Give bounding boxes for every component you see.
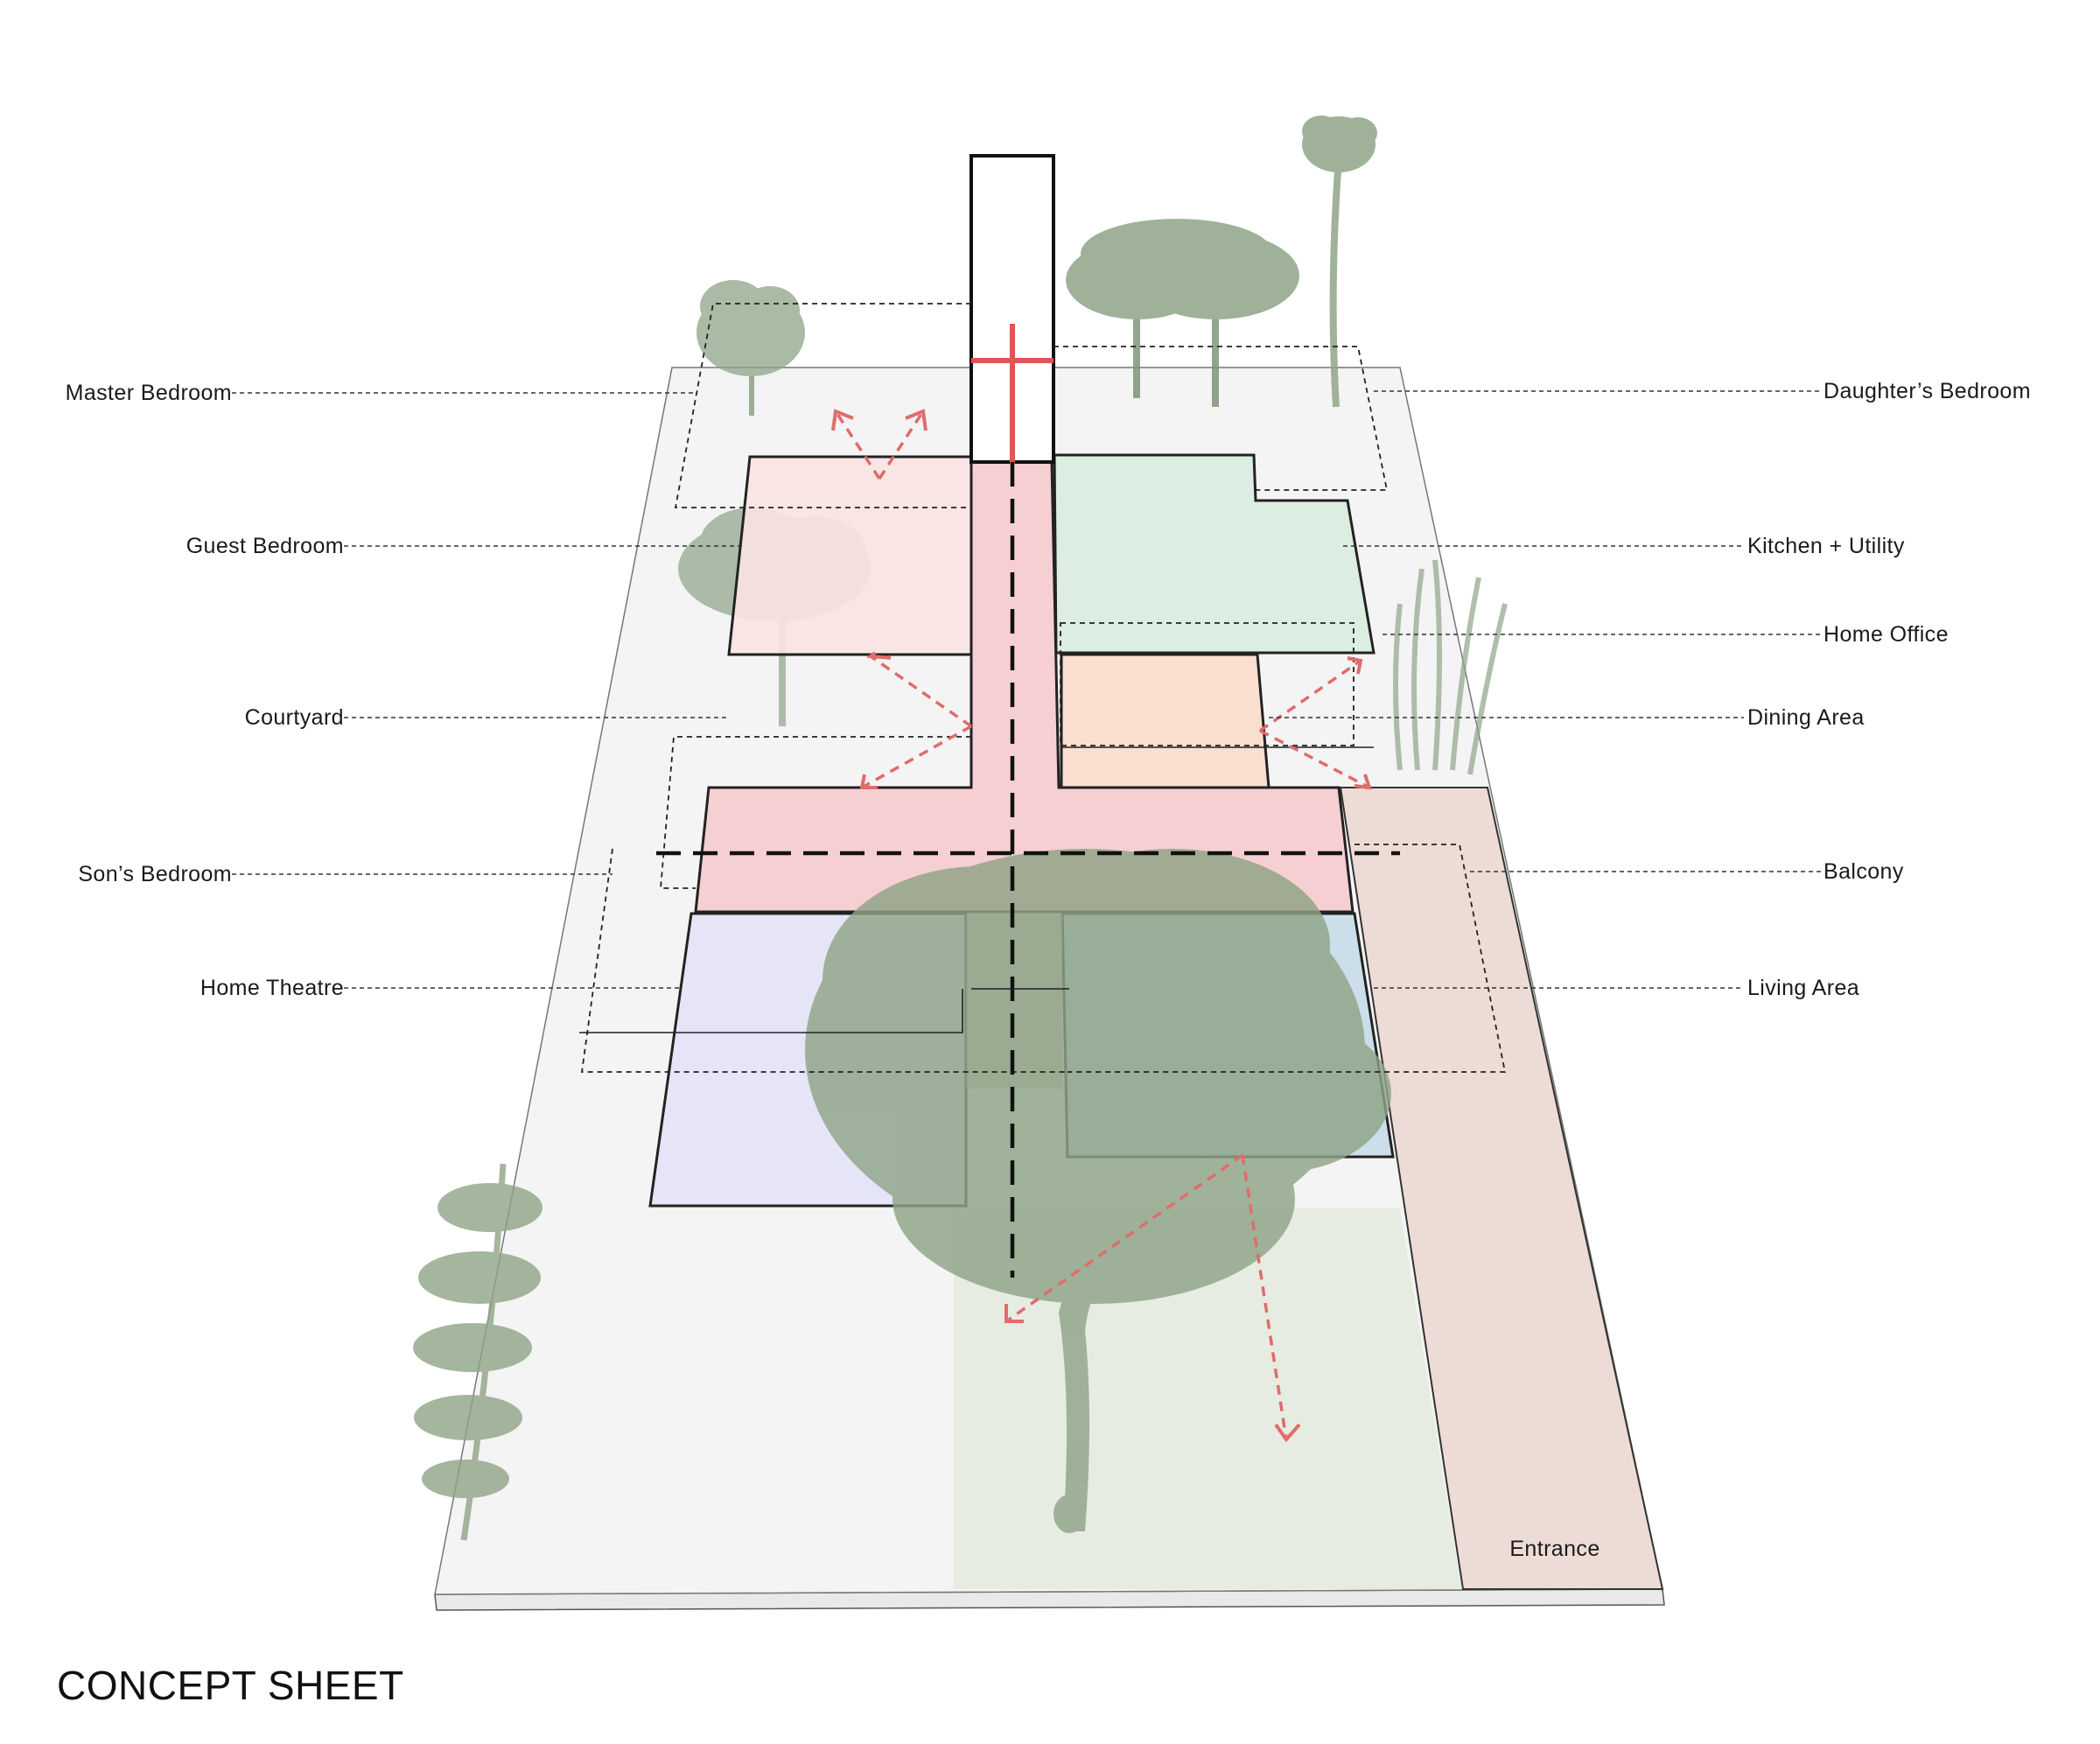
guest-bedroom-block bbox=[727, 455, 973, 656]
label-home-office: Home Office bbox=[1824, 622, 1949, 647]
fern-plant-icon bbox=[413, 1163, 542, 1541]
page-title: CONCEPT SHEET bbox=[57, 1663, 404, 1708]
zone-outlines bbox=[580, 303, 1507, 1073]
label-guest-bedroom: Guest Bedroom bbox=[186, 534, 344, 558]
grass-icon bbox=[1393, 559, 1508, 775]
label-balcony: Balcony bbox=[1824, 859, 1904, 884]
axes bbox=[656, 462, 1400, 1278]
connector-lines bbox=[579, 746, 1374, 1033]
dining-area-block bbox=[1060, 653, 1270, 789]
leader-lines bbox=[232, 390, 1822, 989]
palm-tree-icon bbox=[1302, 116, 1377, 408]
label-kitchen-utility: Kitchen + Utility bbox=[1747, 534, 1905, 558]
label-daughters-bedroom: Daughter’s Bedroom bbox=[1824, 379, 2031, 403]
label-courtyard: Courtyard bbox=[245, 705, 344, 730]
foreground-tree-icon bbox=[805, 849, 1391, 1533]
tower bbox=[970, 154, 1055, 464]
label-dining-area: Dining Area bbox=[1747, 705, 1865, 730]
label-master-bedroom: Master Bedroom bbox=[66, 381, 232, 405]
label-home-theatre: Home Theatre bbox=[200, 976, 344, 1000]
tree-icon bbox=[696, 280, 805, 416]
label-entrance: Entrance bbox=[1509, 1537, 1600, 1561]
labels: Master Bedroom Guest Bedroom Courtyard S… bbox=[66, 379, 2031, 1561]
label-sons-bedroom: Son’s Bedroom bbox=[78, 862, 232, 886]
arrowheads bbox=[831, 409, 1372, 1443]
tree-icon bbox=[1066, 219, 1299, 407]
label-living-area: Living Area bbox=[1747, 976, 1859, 1000]
flow-arrows bbox=[834, 410, 1370, 1440]
circulation-spine bbox=[694, 460, 1354, 914]
